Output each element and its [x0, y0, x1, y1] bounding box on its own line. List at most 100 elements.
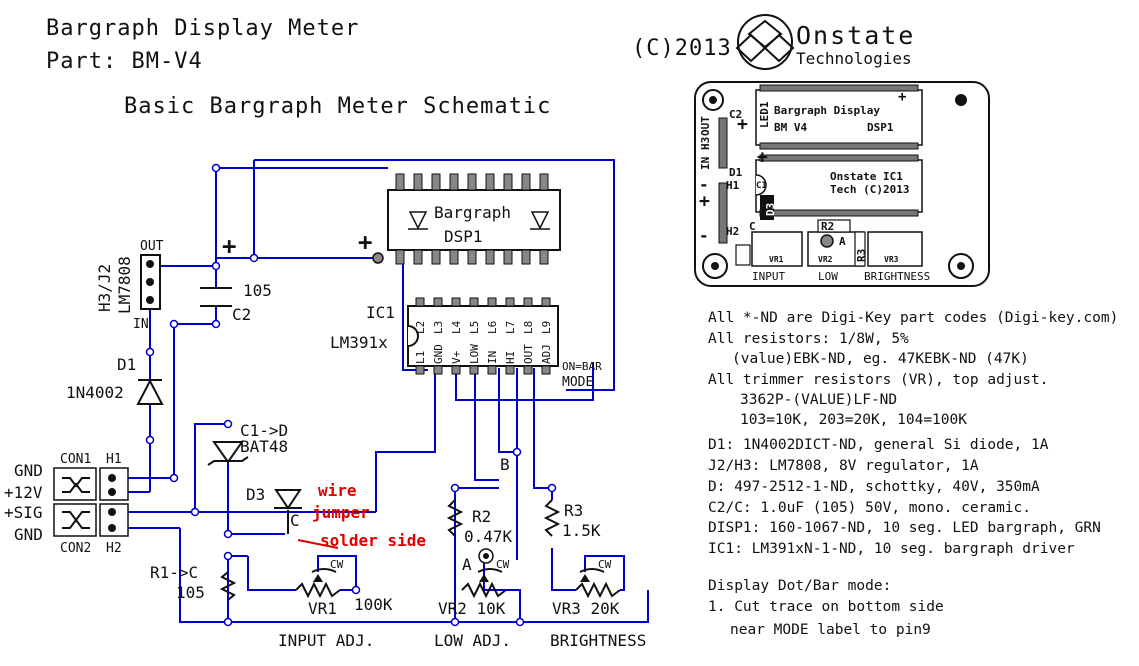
- connector-con2-h2: [53, 503, 129, 537]
- trimmer-vr3: [575, 568, 621, 599]
- svg-text:LOW: LOW: [818, 270, 838, 283]
- svg-text:MODE: MODE: [562, 375, 593, 390]
- svg-text:BAT48: BAT48: [240, 437, 288, 456]
- svg-text:IN: IN: [699, 157, 712, 170]
- svg-text:H2: H2: [726, 225, 739, 238]
- svg-text:CON1: CON1: [60, 452, 91, 467]
- svg-text:CW: CW: [330, 558, 344, 571]
- svg-text:C: C: [290, 511, 300, 530]
- svg-text:VR3 20K: VR3 20K: [552, 599, 620, 618]
- svg-text:D3: D3: [764, 203, 777, 216]
- resistor-r1: [219, 571, 237, 601]
- svg-text:All resistors: 1/8W, 5%: All resistors: 1/8W, 5%: [708, 331, 909, 347]
- capacitor-c2: [200, 287, 232, 307]
- svg-text:L1: L1: [414, 351, 427, 364]
- diode-d1: [136, 378, 164, 405]
- svg-text:+: +: [898, 89, 906, 105]
- svg-text:D1: 1N4002DICT-ND, general Si: D1: 1N4002DICT-ND, general Si diode, 1A: [708, 437, 1049, 453]
- svg-text:100K: 100K: [354, 595, 393, 614]
- wires: [120, 159, 649, 623]
- svg-text:R2: R2: [472, 507, 491, 526]
- svg-text:+12V: +12V: [4, 483, 43, 502]
- svg-text:Onstate IC1: Onstate IC1: [830, 170, 903, 183]
- svg-text:105: 105: [176, 583, 205, 602]
- svg-text:+: +: [699, 191, 710, 212]
- svg-text:L6: L6: [486, 321, 499, 334]
- ic-lm391x: [407, 297, 559, 375]
- svg-text:Bargraph: Bargraph: [434, 203, 511, 222]
- svg-text:1.5K: 1.5K: [562, 521, 601, 540]
- svg-text:IN: IN: [133, 317, 149, 332]
- svg-text:D: 497-2512-1-ND, schottky, 40: D: 497-2512-1-ND, schottky, 40V, 350mA: [708, 479, 1040, 495]
- svg-text:IC1: LM391xN-1-ND, 10 seg. bar: IC1: LM391xN-1-ND, 10 seg. bargraph driv…: [708, 541, 1075, 557]
- svg-text:1. Cut trace on bottom side: 1. Cut trace on bottom side: [708, 599, 944, 615]
- trimmer-vr2: [461, 568, 507, 599]
- ic-pin-labels: L2 L3 L4 L5 L6 L7 L8 L9 L1 GND V+ LOW IN…: [414, 320, 553, 364]
- svg-text:DSP1: DSP1: [444, 227, 483, 246]
- pcb-layout: + + + + - - OUT H3 IN C2 LED1 Bargraph D…: [694, 81, 990, 287]
- svg-text:LED1: LED1: [758, 101, 771, 128]
- svg-text:C1->D: C1->D: [240, 421, 288, 440]
- svg-text:CW: CW: [496, 558, 510, 571]
- company-sub: Technologies: [796, 49, 912, 68]
- svg-text:R2: R2: [821, 220, 834, 233]
- svg-text:GND: GND: [14, 461, 43, 480]
- svg-text:HI: HI: [504, 351, 517, 364]
- svg-text:C2: C2: [729, 108, 742, 121]
- mounting-hole-icon: [702, 89, 974, 279]
- svg-text:CON2: CON2: [60, 541, 91, 556]
- svg-text:L7: L7: [504, 321, 517, 334]
- svg-text:B: B: [500, 455, 510, 474]
- svg-text:H3/J2: H3/J2: [95, 264, 114, 312]
- svg-text:3362P-(VALUE)LF-ND: 3362P-(VALUE)LF-ND: [740, 392, 897, 408]
- connector-con1-h1: [53, 467, 129, 501]
- svg-text:+: +: [358, 228, 372, 256]
- svg-text:IN: IN: [486, 351, 499, 364]
- svg-text:BRIGHTNESS: BRIGHTNESS: [550, 631, 646, 650]
- svg-text:C: C: [749, 220, 756, 233]
- svg-text:DISP1: 160-1067-ND, 10 seg. LE: DISP1: 160-1067-ND, 10 seg. LED bargraph…: [708, 520, 1101, 536]
- svg-text:INPUT ADJ.: INPUT ADJ.: [278, 631, 374, 650]
- svg-text:A: A: [839, 235, 846, 248]
- trimmer-vr1: [295, 568, 341, 599]
- svg-text:105: 105: [243, 281, 272, 300]
- svg-text:+: +: [757, 147, 768, 168]
- svg-text:near MODE label to pin9: near MODE label to pin9: [730, 622, 931, 638]
- svg-text:-: -: [699, 226, 709, 245]
- svg-text:VR2: VR2: [818, 255, 833, 264]
- svg-text:LOW ADJ.: LOW ADJ.: [434, 631, 511, 650]
- svg-text:V+: V+: [450, 350, 463, 364]
- schematic-title: Basic Bargraph Meter Schematic: [124, 94, 551, 119]
- svg-text:CW: CW: [598, 558, 612, 571]
- svg-text:+SIG: +SIG: [4, 503, 43, 522]
- company-name: Onstate: [796, 21, 915, 50]
- svg-text:A: A: [462, 555, 472, 574]
- svg-text:Display Dot/Bar mode:: Display Dot/Bar mode:: [708, 578, 891, 594]
- svg-text:LOW: LOW: [468, 344, 481, 364]
- onstate-logo-icon: [735, 14, 795, 70]
- svg-text:+: +: [737, 114, 748, 135]
- svg-text:All trimmer resistors (VR), to: All trimmer resistors (VR), top adjust.: [708, 372, 1048, 388]
- svg-text:0.47K: 0.47K: [464, 527, 513, 546]
- svg-text:H2: H2: [106, 541, 122, 556]
- regulator-lm7808: [140, 254, 161, 310]
- svg-text:L4: L4: [450, 320, 463, 334]
- copyright: (C)2013: [632, 36, 732, 61]
- svg-text:DSP1: DSP1: [867, 121, 894, 134]
- svg-text:L8: L8: [522, 321, 535, 334]
- svg-text:ON=BAR: ON=BAR: [562, 360, 602, 373]
- svg-text:1N4002: 1N4002: [66, 383, 124, 402]
- svg-text:Bargraph Display: Bargraph Display: [774, 104, 880, 117]
- svg-text:-: -: [699, 175, 709, 194]
- svg-text:OUT: OUT: [140, 239, 164, 254]
- diode-c1-bat48: [207, 441, 249, 466]
- svg-text:VR2 10K: VR2 10K: [438, 599, 506, 618]
- svg-text:R1->C: R1->C: [150, 563, 198, 582]
- svg-text:OUT: OUT: [522, 344, 535, 364]
- svg-text:R3: R3: [564, 501, 583, 520]
- svg-text:103=10K, 203=20K, 104=100K: 103=10K, 203=20K, 104=100K: [740, 412, 967, 428]
- part-number: Part: BM-V4: [46, 49, 203, 74]
- svg-text:(value)EBK-ND, eg. 47KEBK-ND (: (value)EBK-ND, eg. 47KEBK-ND (47K): [732, 351, 1029, 367]
- svg-text:wire: wire: [318, 481, 357, 500]
